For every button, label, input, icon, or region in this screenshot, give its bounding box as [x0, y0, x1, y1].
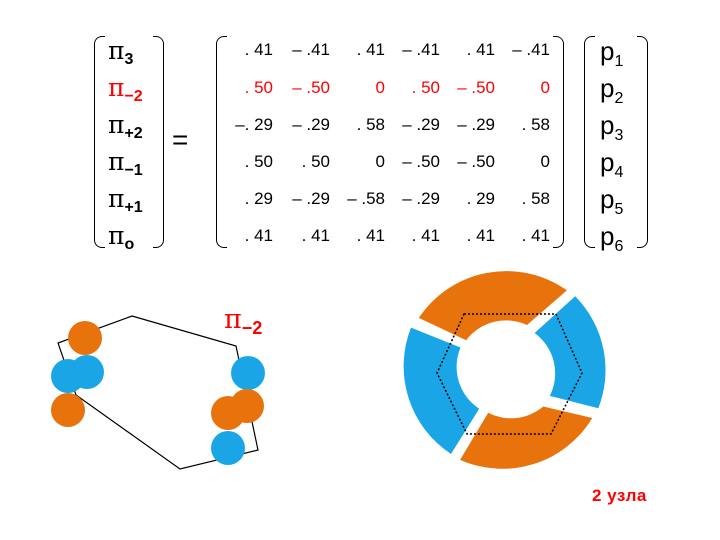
ring-segment-bottom [460, 407, 592, 469]
ring-segment-right [535, 296, 606, 408]
ring-segment-left [404, 328, 480, 454]
orbital-lobe [68, 321, 102, 355]
orbital-lobe [231, 356, 265, 390]
node-count-caption: 2 узла [592, 486, 647, 506]
orbital-lobe [211, 396, 245, 430]
orbital-lobe [70, 355, 104, 389]
orbital-lobe [211, 431, 245, 465]
ring-node-diagram [404, 271, 606, 469]
hexagon-lobe-diagram [51, 316, 265, 469]
orbital-lobe [51, 393, 85, 427]
